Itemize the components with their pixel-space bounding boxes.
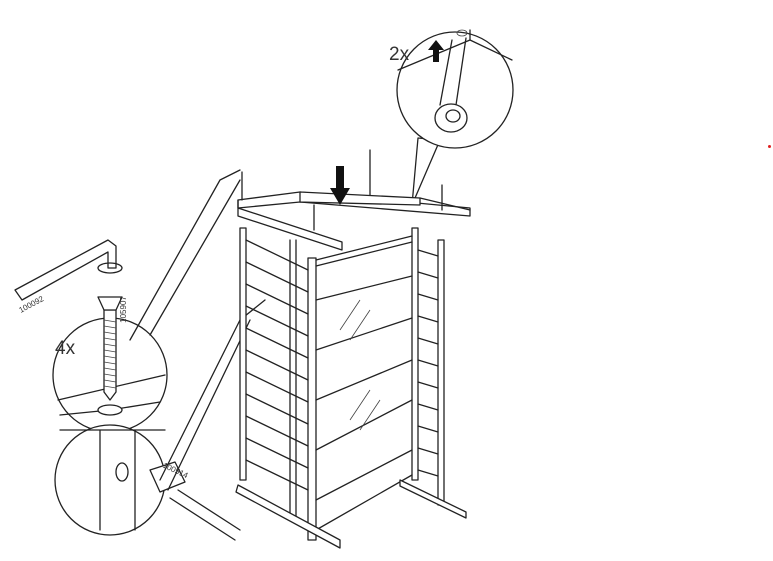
barrel-nut-detail-callout (54, 299, 266, 541)
left-quantity-label: 4x (55, 338, 76, 359)
screws (241, 149, 443, 231)
top-detail-callout (396, 29, 514, 206)
top-quantity-label: 2x (389, 44, 410, 65)
up-arrow-icon (428, 40, 444, 62)
left-side-slats (245, 239, 309, 491)
right-side-slats (417, 249, 439, 477)
bolt-part-number: 105907 (118, 296, 128, 323)
crib-frame (235, 149, 471, 549)
down-arrow-icon (330, 166, 350, 205)
red-marker-dot (768, 145, 771, 148)
